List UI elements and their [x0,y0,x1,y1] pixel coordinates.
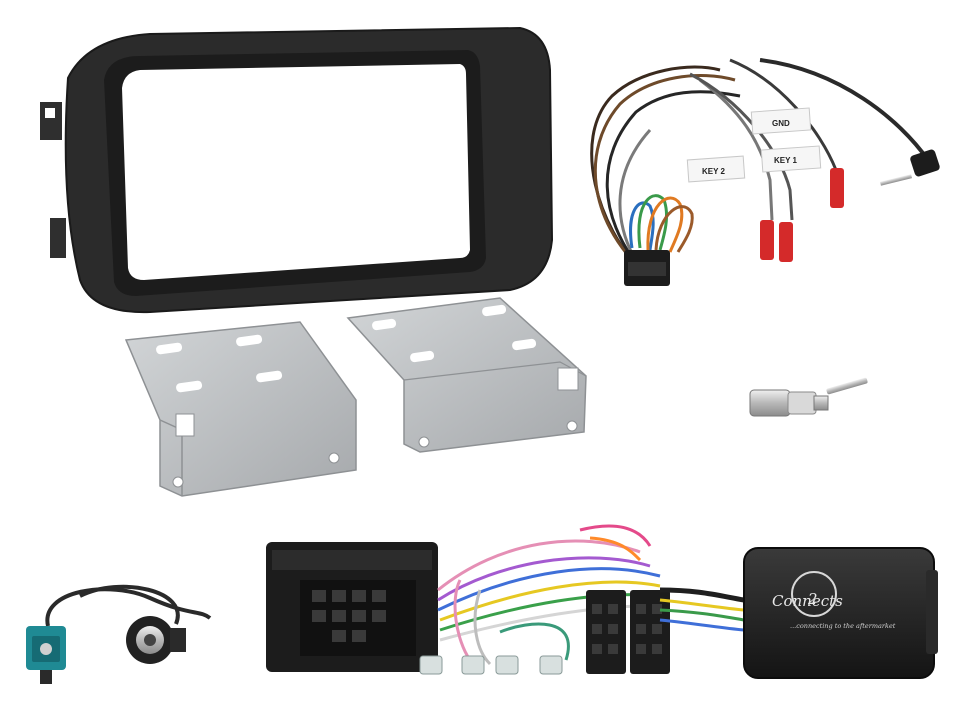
gnd-label: GND [750,107,812,135]
3-5mm-jack-lead [759,58,940,186]
brand-name: Connects [772,592,843,610]
key2-text: KEY 2 [702,167,726,176]
key1-text: KEY 1 [774,156,798,165]
steering-control-patch-lead: GND KEY 2 KEY 1 [590,58,844,286]
brand-digit: 2 [807,590,818,608]
key1-label: KEY 1 [760,145,822,173]
right-mounting-bracket [346,297,587,453]
double-din-fascia-panel [40,26,554,314]
key2-label: KEY 2 [686,155,746,183]
antenna-adapter-plug [749,377,868,417]
iso-harness-connector [266,524,745,675]
steering-control-interface-box: 2 Connects ...connecting to the aftermar… [743,547,938,679]
left-mounting-bracket [124,321,357,497]
brand-tagline: ...connecting to the aftermarket [790,622,896,630]
fakra-antenna-adapter-cable [26,584,212,684]
gnd-text: GND [772,119,790,128]
